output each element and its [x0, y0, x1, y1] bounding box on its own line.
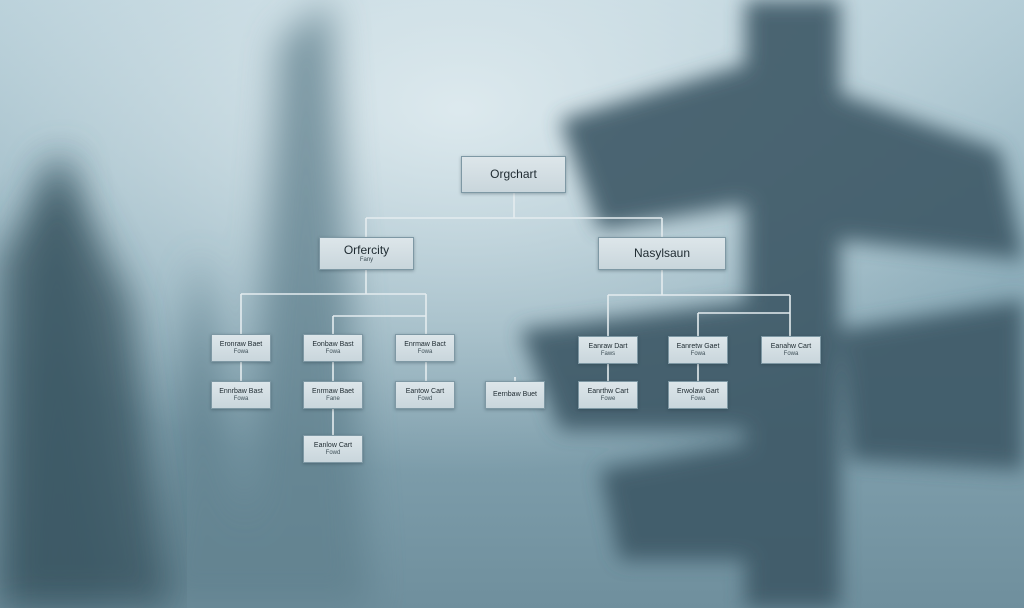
- leaf-node[interactable]: Eantow Cart Fowd: [395, 381, 455, 409]
- leaf-node-subtitle: Fowa: [326, 349, 341, 356]
- leaf-node-subtitle: Fowa: [691, 351, 706, 358]
- leaf-node-title: Eanrthw Cart: [588, 388, 629, 396]
- leaf-node[interactable]: Eanahw Cart Fowa: [761, 336, 821, 364]
- leaf-node[interactable]: Eronraw Baet Fowa: [211, 334, 271, 362]
- root-node[interactable]: Orgchart: [461, 156, 566, 193]
- leaf-node[interactable]: Eanlow Cart Fowd: [303, 435, 363, 463]
- leaf-node-title: Ennrbaw Bast: [219, 388, 263, 396]
- leaf-node-subtitle: Faws: [601, 351, 615, 358]
- leaf-node-title: Eonbaw Bast: [312, 341, 353, 349]
- leaf-node-title: Enrmaw Baet: [312, 388, 354, 396]
- branch-node-left[interactable]: Orfercity Fany: [319, 237, 414, 270]
- leaf-node-subtitle: Fowa: [418, 349, 433, 356]
- leaf-node-subtitle: Fane: [326, 396, 340, 403]
- leaf-node-title: Eernbaw Buet: [493, 391, 537, 399]
- leaf-node[interactable]: Eanraw Dart Faws: [578, 336, 638, 364]
- branch-node-right[interactable]: Nasylsaun: [598, 237, 726, 270]
- leaf-node-subtitle: Fowa: [784, 351, 799, 358]
- branch-node-title: Nasylsaun: [634, 247, 690, 260]
- branch-node-title: Orfercity: [344, 244, 389, 257]
- leaf-node[interactable]: Eanrthw Cart Fowe: [578, 381, 638, 409]
- leaf-node[interactable]: Ennrbaw Bast Fowa: [211, 381, 271, 409]
- leaf-node-title: Eanretw Gaet: [677, 343, 720, 351]
- leaf-node[interactable]: Eernbaw Buet: [485, 381, 545, 409]
- leaf-node[interactable]: Erwolaw Gart Fowa: [668, 381, 728, 409]
- leaf-node-title: Eantow Cart: [406, 388, 445, 396]
- root-node-title: Orgchart: [490, 168, 537, 181]
- leaf-node-title: Erwolaw Gart: [677, 388, 719, 396]
- leaf-node[interactable]: Eonbaw Bast Fowa: [303, 334, 363, 362]
- leaf-node-subtitle: Fowa: [234, 349, 249, 356]
- leaf-node-title: Eanahw Cart: [771, 343, 811, 351]
- leaf-node[interactable]: Eanretw Gaet Fowa: [668, 336, 728, 364]
- leaf-node-title: Eanlow Cart: [314, 442, 352, 450]
- leaf-node-title: Eanraw Dart: [589, 343, 628, 351]
- leaf-node-subtitle: Fowd: [326, 450, 341, 457]
- leaf-node[interactable]: Enrmaw Bact Fowa: [395, 334, 455, 362]
- leaf-node-title: Eronraw Baet: [220, 341, 262, 349]
- leaf-node-subtitle: Fowa: [691, 396, 706, 403]
- leaf-node-subtitle: Fowd: [418, 396, 433, 403]
- branch-node-subtitle: Fany: [360, 257, 373, 264]
- leaf-node-subtitle: Fowe: [601, 396, 616, 403]
- leaf-node-subtitle: Fowa: [234, 396, 249, 403]
- leaf-node-title: Enrmaw Bact: [404, 341, 446, 349]
- leaf-node[interactable]: Enrmaw Baet Fane: [303, 381, 363, 409]
